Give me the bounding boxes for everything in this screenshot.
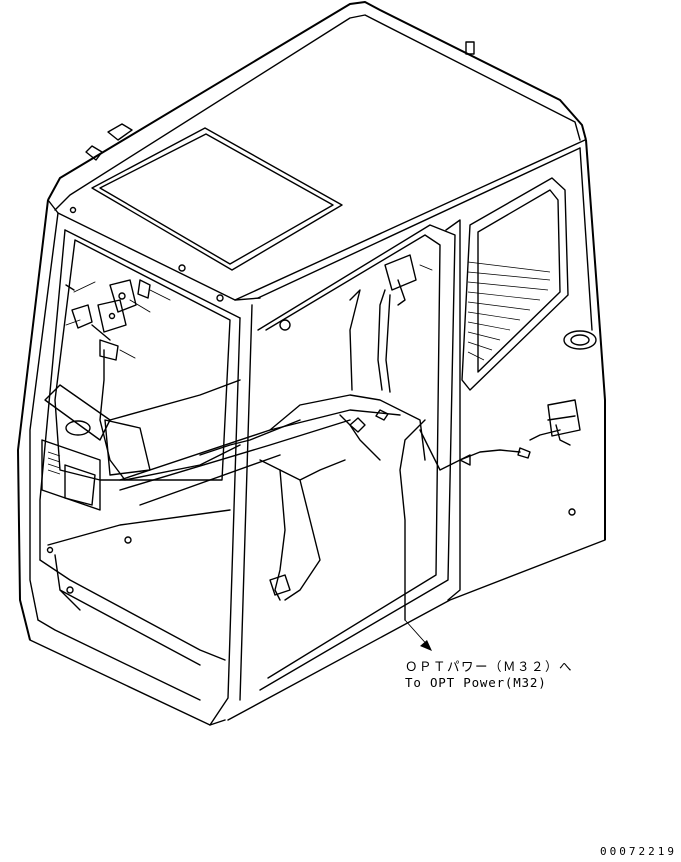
drawing-number: 00072219	[600, 845, 677, 858]
door-frame	[257, 219, 461, 691]
rear-lamp	[563, 330, 597, 516]
cab-floor-frame	[39, 509, 231, 666]
wire-harness	[99, 349, 426, 621]
cab-right-side	[227, 139, 606, 721]
opt-power-label-japanese: ＯＰＴパワー（Ｍ３２）へ	[405, 659, 574, 674]
cab-roof	[47, 1, 587, 301]
leader-arrow	[404, 619, 432, 651]
opt-power-harness	[419, 399, 581, 471]
opt-power-label-english: To OPT Power(M32)	[405, 675, 547, 690]
arrow-down-left-icon	[420, 640, 432, 651]
cab-left-side	[17, 199, 253, 726]
left-window	[54, 239, 231, 481]
upper-left-relay-group	[65, 279, 171, 361]
rear-window	[461, 177, 569, 391]
roof-skylight	[91, 127, 343, 271]
roof-antenna	[85, 41, 475, 161]
fasteners	[46, 206, 291, 594]
door-pillar-harness	[349, 254, 433, 393]
